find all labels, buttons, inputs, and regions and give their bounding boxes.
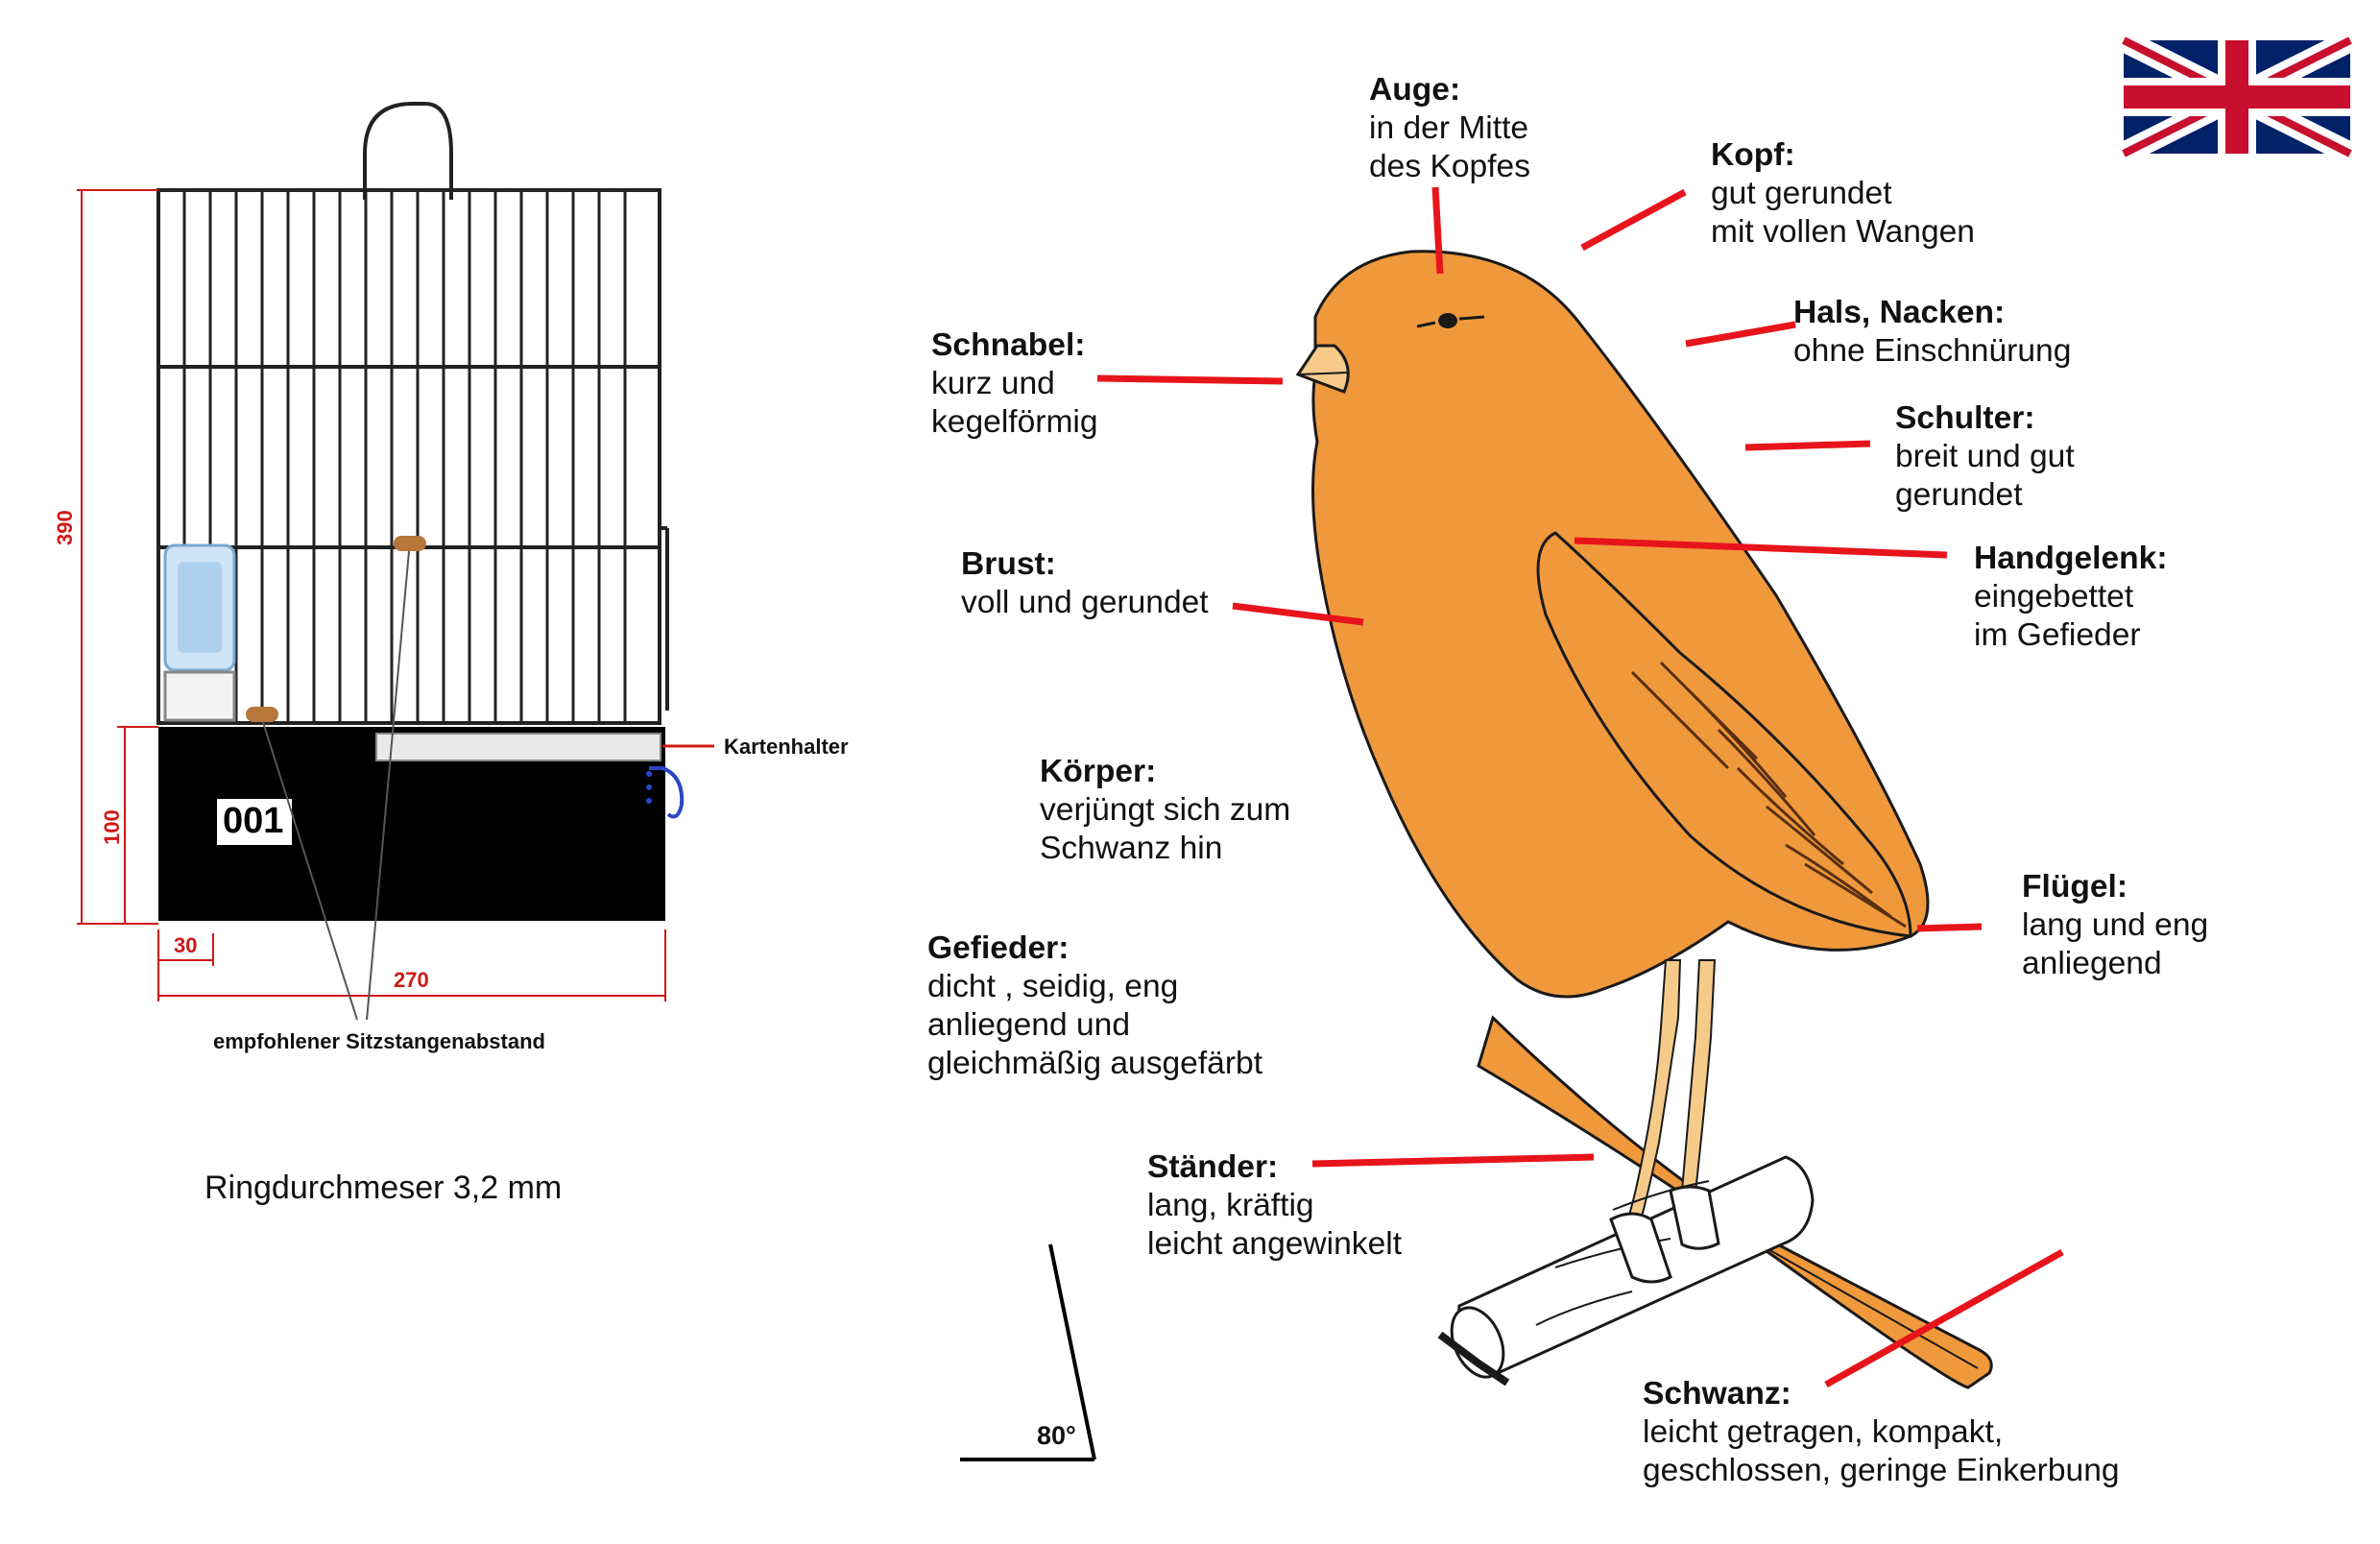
annotation-staender: Ständer: lang, kräftig leicht angewinkel… <box>1147 1149 1403 1262</box>
annotation-title: Flügel: <box>2022 869 2128 905</box>
leader-handgelenk <box>1574 537 1948 559</box>
annotation-title: Körper: <box>1040 754 1157 789</box>
canary-illustration <box>1295 250 1993 1389</box>
leader-hals <box>1685 321 1796 348</box>
annotation-title: Gefieder: <box>927 930 1070 966</box>
posture-angle-icon <box>960 1243 1096 1461</box>
ring-diameter-text: Ringdurchmeser 3,2 mm <box>204 1170 563 1206</box>
annotation-leader-lines <box>1096 186 2064 1388</box>
leader-schwanz <box>1824 1248 2064 1388</box>
annotation-handgelenk: Handgelenk: eingebettet im Gefieder <box>1974 541 2168 653</box>
annotation-title: Schulter: <box>1895 400 2035 436</box>
annotation-title: Auge: <box>1369 72 1461 108</box>
upper-perch <box>394 536 426 551</box>
lower-perch <box>246 707 278 722</box>
canary-perch <box>1437 1155 1815 1387</box>
water-bottle <box>163 543 236 722</box>
annotation-title: Brust: <box>961 546 1056 582</box>
canary-beak <box>1295 344 1350 394</box>
dim-width <box>157 929 666 1001</box>
annotation-auge: Auge: in der Mitte des Kopfes <box>1369 72 1531 184</box>
leader-brust <box>1232 602 1364 626</box>
uk-flag-icon <box>2118 30 2356 164</box>
leader-kopf <box>1580 188 1687 252</box>
dim-base-height <box>117 726 158 925</box>
annotation-brust: Brust: voll und gerundet <box>961 546 1209 620</box>
cage-bars <box>182 190 627 723</box>
leader-schulter <box>1744 440 1871 451</box>
annotation-fluegel: Flügel: lang und eng anliegend <box>2022 869 2209 981</box>
cage-number-tag: 001 <box>223 801 284 841</box>
cage-base-height-label: 100 <box>100 809 124 845</box>
show-cage <box>77 102 714 1021</box>
annotation-schwanz: Schwanz: leicht getragen, kompakt, gesch… <box>1643 1376 2120 1488</box>
annotation-title: Schwanz: <box>1643 1376 1791 1411</box>
leader-auge <box>1431 186 1444 275</box>
annotation-kopf: Kopf: gut gerundet mit vollen Wangen <box>1711 137 1975 250</box>
door-hook <box>649 766 685 819</box>
annotation-title: Handgelenk: <box>1974 541 2168 576</box>
annotation-title: Hals, Nacken: <box>1793 295 2006 330</box>
leader-staender <box>1311 1153 1595 1168</box>
annotation-schnabel: Schnabel: kurz und kegelförmig <box>931 327 1098 440</box>
annotation-title: Schnabel: <box>931 327 1086 363</box>
number-tag-bg <box>217 799 292 845</box>
annotation-title: Kopf: <box>1711 137 1795 173</box>
annotation-gefieder: Gefieder: dicht , seidig, eng anliegend … <box>927 930 1263 1081</box>
perch-distance-caption: empfohlener Sitzstangenabstand <box>213 1029 545 1053</box>
card-holder <box>375 733 661 761</box>
perch-offset-label: 30 <box>174 933 198 957</box>
wing-feathers <box>1630 661 1907 929</box>
leader-fluegel <box>1916 923 1983 932</box>
annotation-title: Ständer: <box>1147 1149 1279 1185</box>
annotation-hals: Hals, Nacken: ohne Einschnürung <box>1793 295 2072 369</box>
cage-handle <box>363 102 453 200</box>
posture-angle-label: 80° <box>1037 1421 1076 1450</box>
cage-height-label: 390 <box>53 510 77 545</box>
card-holder-label: Kartenhalter <box>724 735 849 759</box>
leader-schnabel <box>1096 374 1284 385</box>
annotation-schulter: Schulter: breit und gut gerundet <box>1895 400 2075 513</box>
canary-legs <box>1623 959 1682 1233</box>
cage-frame <box>156 188 661 725</box>
annotation-koerper: Körper: verjüngt sich zum Schwanz hin <box>1040 754 1291 866</box>
perch-distance-leaders <box>262 550 410 1021</box>
cage-width-label: 270 <box>394 968 429 992</box>
canary-eye <box>1438 313 1457 328</box>
